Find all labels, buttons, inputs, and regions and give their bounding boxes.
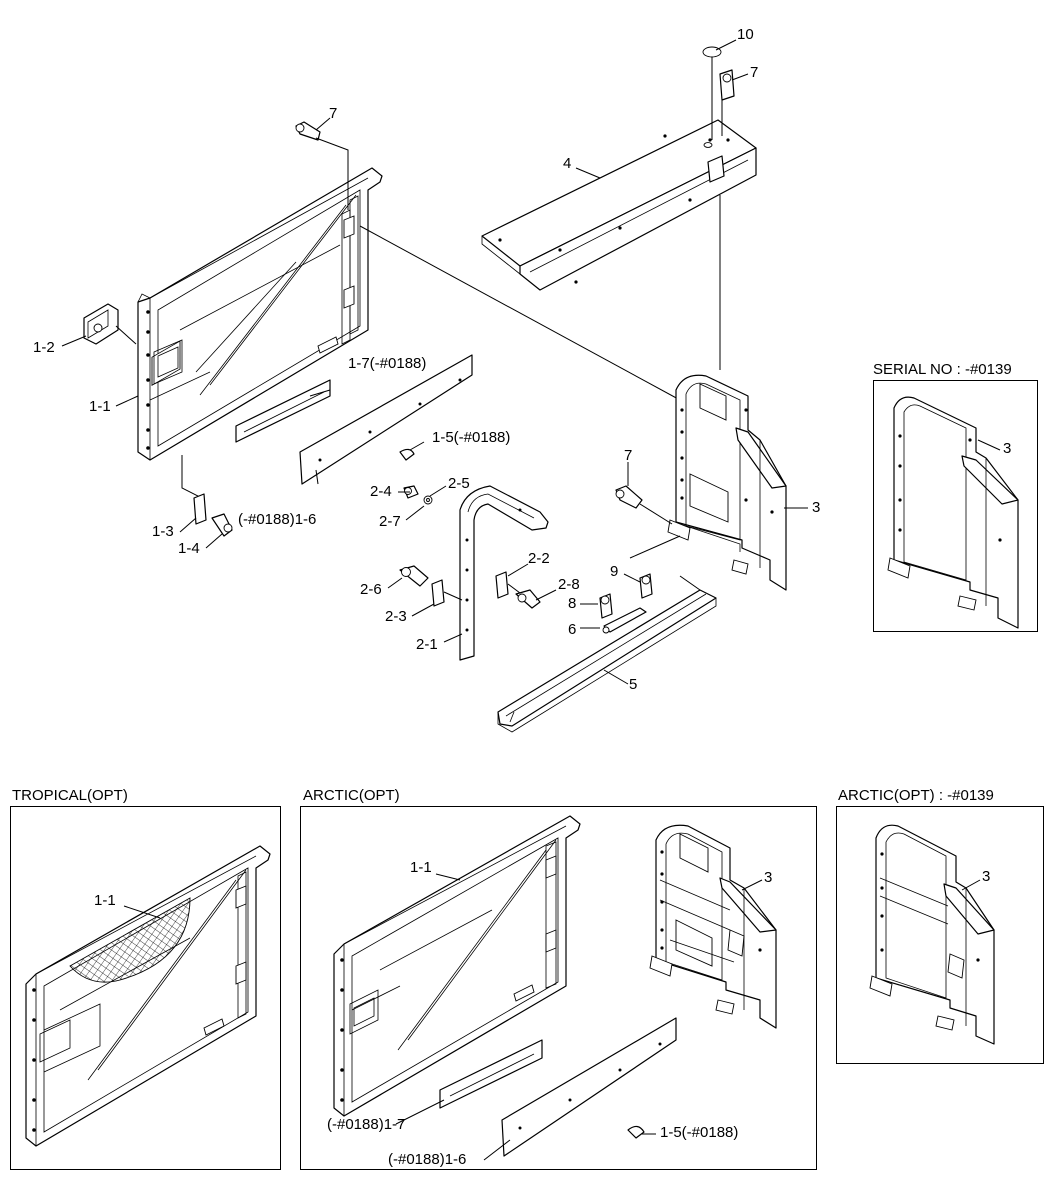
bolt-part-2-6 bbox=[399, 565, 429, 587]
callout-1-2: 1-2 bbox=[33, 339, 55, 356]
callout-2-5: 2-5 bbox=[448, 475, 470, 492]
arctic-seal-strip-1-6 bbox=[501, 1017, 677, 1157]
seal-strip-part-1-7 bbox=[235, 379, 331, 443]
arctic-callout-1-6: (-#0188)1-6 bbox=[388, 1151, 467, 1168]
arctic-door-panel bbox=[333, 815, 581, 1117]
callout-8: 8 bbox=[568, 595, 577, 612]
callout-2-8: 2-8 bbox=[558, 576, 580, 593]
callout-1-6: (-#0188)1-6 bbox=[238, 511, 317, 528]
arctic-cover-part-3 bbox=[649, 824, 777, 1029]
rail-part-5 bbox=[497, 589, 717, 733]
leader-door-to-cover bbox=[359, 225, 681, 401]
arctic-serial-cover-3 bbox=[869, 824, 995, 1045]
callout-1-7: 1-7(-#0188) bbox=[348, 355, 427, 372]
bolt-part-7-mid bbox=[615, 485, 673, 525]
latch-part-6 bbox=[602, 607, 647, 634]
arctic-serial-box bbox=[836, 806, 1044, 1064]
callout-2-3: 2-3 bbox=[385, 608, 407, 625]
tropical-box bbox=[10, 806, 281, 1170]
arctic-callout-1-5: 1-5(-#0188) bbox=[660, 1124, 739, 1141]
seal-strip-part-1-6 bbox=[299, 354, 473, 485]
bolt-part-2-4 bbox=[403, 485, 419, 499]
tropical-door-panel bbox=[25, 845, 271, 1147]
callout-4: 4 bbox=[563, 155, 572, 172]
bolt-part-8 bbox=[599, 593, 613, 619]
door-panel-part-1-1 bbox=[137, 167, 383, 461]
bolt-part-9 bbox=[639, 573, 653, 599]
latch-part-1-2 bbox=[83, 303, 137, 345]
callout-7-top-right: 7 bbox=[750, 64, 759, 81]
callout-2-2: 2-2 bbox=[528, 550, 550, 567]
callout-9: 9 bbox=[610, 563, 619, 580]
callout-2-1: 2-1 bbox=[416, 636, 438, 653]
main-view bbox=[83, 46, 787, 733]
bolt-part-7-top-right bbox=[719, 69, 735, 136]
arctic-box-title: ARCTIC(OPT) bbox=[303, 787, 400, 804]
washer-part-2-7 bbox=[423, 495, 433, 505]
serial-no-box bbox=[873, 380, 1038, 632]
serial-callout-3: 3 bbox=[1003, 440, 1012, 457]
callout-7-top-left: 7 bbox=[329, 105, 338, 122]
arctic-callout-1-1: 1-1 bbox=[410, 859, 432, 876]
top-cover-part-4 bbox=[481, 119, 757, 291]
callout-1-5: 1-5(-#0188) bbox=[432, 429, 511, 446]
callout-6: 6 bbox=[568, 621, 577, 638]
tropical-callout-1-1: 1-1 bbox=[94, 892, 116, 909]
callout-3: 3 bbox=[812, 499, 821, 516]
bracket-part-1-3 bbox=[181, 455, 233, 537]
stay-part-2-1 bbox=[459, 485, 549, 661]
callout-2-7: 2-7 bbox=[379, 513, 401, 530]
tropical-box-title: TROPICAL(OPT) bbox=[12, 787, 128, 804]
arctic-callout-3: 3 bbox=[764, 869, 773, 886]
serial-box-cover-3 bbox=[887, 396, 1019, 629]
arctic-serial-callout-3: 3 bbox=[982, 868, 991, 885]
callout-2-6: 2-6 bbox=[360, 581, 382, 598]
serial-no-box-title: SERIAL NO : -#0139 bbox=[873, 361, 1012, 378]
callout-7-mid: 7 bbox=[624, 447, 633, 464]
callout-leader-lines bbox=[61, 39, 1001, 1161]
callout-5: 5 bbox=[629, 676, 638, 693]
side-cover-part-3 bbox=[667, 374, 787, 591]
callout-1-3: 1-3 bbox=[152, 523, 174, 540]
bolt-part-7-top-left bbox=[295, 121, 349, 210]
callout-1-1: 1-1 bbox=[89, 398, 111, 415]
callout-10: 10 bbox=[737, 26, 754, 43]
leader-lines-small bbox=[629, 535, 701, 591]
bracket-part-2-3 bbox=[431, 579, 463, 607]
callout-1-4: 1-4 bbox=[178, 540, 200, 557]
callout-2-4: 2-4 bbox=[370, 483, 392, 500]
bolt-part-2-8 bbox=[515, 589, 541, 609]
arctic-box bbox=[300, 806, 817, 1170]
arctic-callout-1-7: (-#0188)1-7 bbox=[327, 1116, 406, 1133]
arctic-serial-box-title: ARCTIC(OPT) : -#0139 bbox=[838, 787, 994, 804]
